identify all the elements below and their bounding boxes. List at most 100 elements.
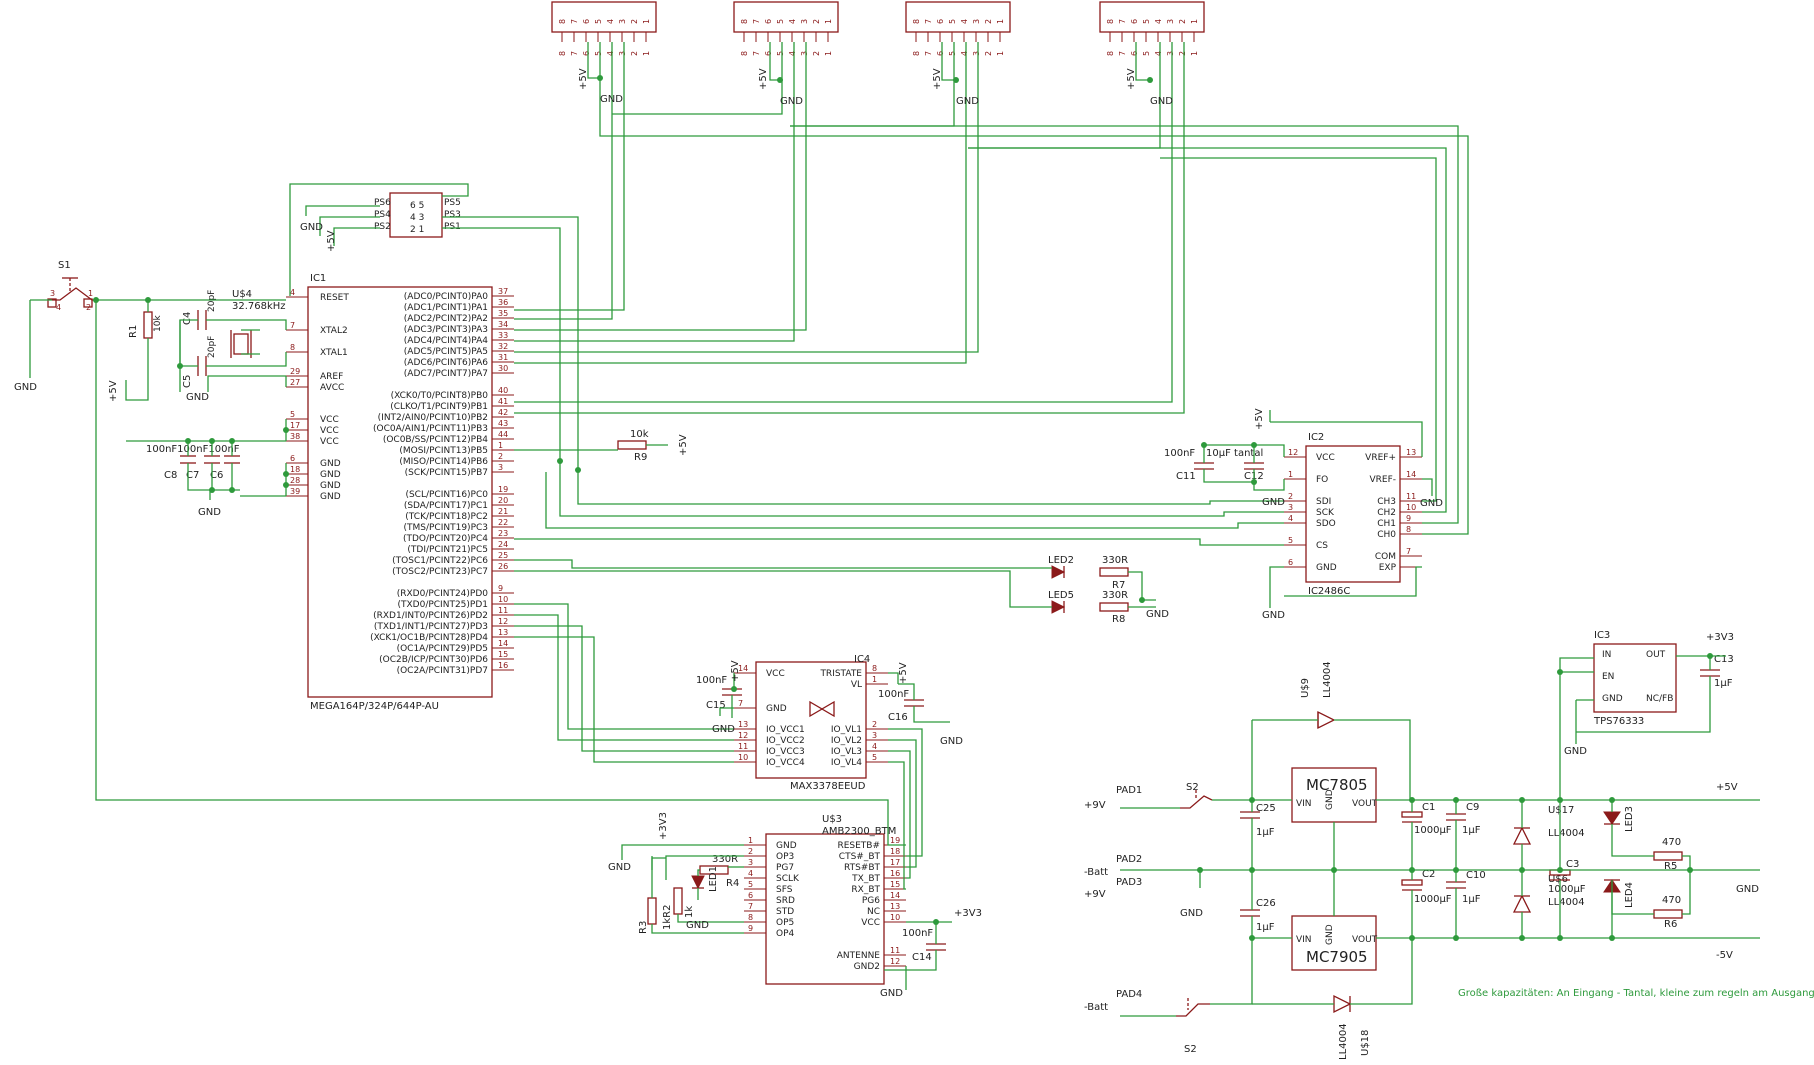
- ic1-mcu: IC1 MEGA164P/324P/644P-AU 4RESET7XTAL28X…: [286, 273, 514, 712]
- ic1-left-pin-label: GND: [320, 481, 341, 491]
- c11-value: 100nF: [1164, 448, 1195, 459]
- u17-name: U$17: [1548, 805, 1574, 816]
- ic3-value: TPS76333: [1593, 716, 1644, 727]
- net-label-gnd: GND: [1180, 908, 1203, 919]
- u3-name: U$3: [822, 814, 842, 825]
- ic1-left-pin-number: 5: [290, 410, 295, 419]
- ic2-right-pin-number: 8: [1406, 525, 1411, 534]
- wire-segment: [1203, 469, 1255, 483]
- header-pin-top: 5: [776, 19, 785, 24]
- capacitors-c11-c12: 100nF 10µF tantal C11 C12: [1164, 448, 1264, 482]
- ic1-left-pin-label: GND: [320, 459, 341, 469]
- header-pin-top: 3: [1166, 19, 1175, 24]
- wire-junction: [1147, 77, 1153, 83]
- header-pin-bottom: 1: [824, 51, 833, 56]
- header-connectors: 8877665544332211887766554433221188776655…: [551, 1, 1205, 56]
- wire-segment: [1682, 855, 1691, 870]
- c9-value: 1µF: [1462, 825, 1481, 836]
- wire-segment: [769, 42, 780, 81]
- ic2-right-pin-number: 7: [1406, 547, 1411, 556]
- ic4-left-pin-label: IO_VCC3: [766, 747, 805, 757]
- wire-segment: [514, 603, 734, 730]
- rk-value: 1k: [684, 906, 695, 918]
- net-label-gnd: GND: [608, 862, 631, 873]
- isp-row1: 6 5: [410, 201, 424, 211]
- net-label-p5v: +5V: [898, 662, 909, 684]
- ic1-right-pin-label: (ADC2/PCINT2)PA2: [404, 314, 488, 324]
- ic1-right-pin-number: 22: [498, 518, 508, 527]
- led3-name: LED3: [1624, 806, 1635, 832]
- wire-segment: [305, 205, 380, 216]
- wire-junction: [933, 919, 939, 925]
- wire-segment: [677, 914, 744, 923]
- mc7905-gnd: GND: [1325, 924, 1335, 945]
- wire-segment: [888, 672, 899, 684]
- wire-junction: [1453, 867, 1459, 873]
- u3-left-pin-label: PG7: [776, 863, 794, 873]
- r4-name: R4: [726, 878, 739, 889]
- ic1-left-pin-label: GND: [320, 492, 341, 502]
- ic3-pin-out: OUT: [1646, 650, 1666, 660]
- led2-name: LED2: [1048, 555, 1074, 566]
- u9-value: LL4004: [1322, 661, 1333, 698]
- ic4-left-pin-number: 13: [738, 720, 748, 729]
- ic1-right-pin-label: (ADC5/PCINT5)PA5: [404, 347, 488, 357]
- wire-segment: [514, 538, 1284, 546]
- u3-left-pin-number: 3: [748, 858, 753, 867]
- ic1-right-pins: 37(ADC0/PCINT0)PA036(ADC1/PCINT1)PA135(A…: [370, 287, 514, 676]
- ic4-right-pin-label: VL: [851, 680, 862, 690]
- header-pin-bottom: 6: [582, 51, 591, 56]
- wire-junction: [93, 297, 99, 303]
- wire-junction: [1453, 935, 1459, 941]
- wire-segment: [442, 216, 579, 470]
- wire-segment: [1212, 799, 1253, 812]
- ic1-right-pin-label: (OC1A/PCINT29)PD5: [397, 644, 488, 654]
- header-pin-top: 2: [984, 19, 993, 24]
- u3-left-pin-number: 8: [748, 913, 753, 922]
- wires: [29, 42, 1760, 1017]
- ic4-left-pin-label: GND: [766, 704, 787, 714]
- ic3-ldo: IC3 TPS76333 IN EN GND OUT NC/FB: [1593, 630, 1677, 727]
- wire-segment: [179, 319, 198, 367]
- header-pin-bottom: 8: [740, 51, 749, 56]
- r5-name: R5: [1664, 861, 1677, 872]
- ic3-name: IC3: [1594, 630, 1610, 641]
- net-label-gnd: GND: [198, 507, 221, 518]
- wire-junction: [1251, 479, 1257, 485]
- wire-junction: [1609, 797, 1615, 803]
- wire-junction: [1249, 797, 1255, 803]
- isp-label-ps1: PS1: [444, 222, 461, 232]
- wire-junction: [1201, 442, 1207, 448]
- header-pin-bottom: 8: [558, 51, 567, 56]
- wire-junction: [229, 487, 235, 493]
- ic1-right-pin-number: 31: [498, 353, 508, 362]
- wire-segment: [1269, 566, 1284, 608]
- s1-label: S1: [58, 260, 71, 271]
- wire-segment: [941, 42, 956, 81]
- ic1-right-pin-label: (RXD1/INT0/PCINT26)PD2: [373, 611, 488, 621]
- header-pin-bottom: 7: [570, 51, 579, 56]
- wire-segment: [1204, 444, 1285, 457]
- ic4-right-pin-label: IO_VL1: [831, 725, 862, 735]
- ic1-right-pin-label: (TCK/PCINT18)PC2: [405, 512, 488, 522]
- header-pin-bottom: 3: [972, 51, 981, 56]
- isp-row2: 4 3: [410, 213, 424, 223]
- c13-value: 1µF: [1714, 678, 1733, 689]
- crystal-value: 32.768kHz: [232, 301, 286, 312]
- c5-name: C5: [182, 375, 193, 388]
- wire-junction: [209, 487, 215, 493]
- header-body: [905, 1, 1011, 33]
- header-pin-bottom: 6: [936, 51, 945, 56]
- ic2-right-pin-number: 10: [1406, 503, 1416, 512]
- ic2-right-pin-label: CH2: [1377, 508, 1396, 518]
- header-pin-top: 7: [570, 19, 579, 24]
- ic4-left-pin-number: 11: [738, 742, 748, 751]
- wire-segment: [319, 216, 380, 236]
- header-pin-top: 5: [594, 19, 603, 24]
- header-body: [551, 1, 657, 33]
- wire-segment: [888, 761, 906, 890]
- ic4-right-pin-label: IO_VL2: [831, 736, 862, 746]
- svg-text:2: 2: [86, 303, 91, 312]
- ic1-right-pin-label: (OC0A/AIN1/PCINT11)PB3: [373, 424, 488, 434]
